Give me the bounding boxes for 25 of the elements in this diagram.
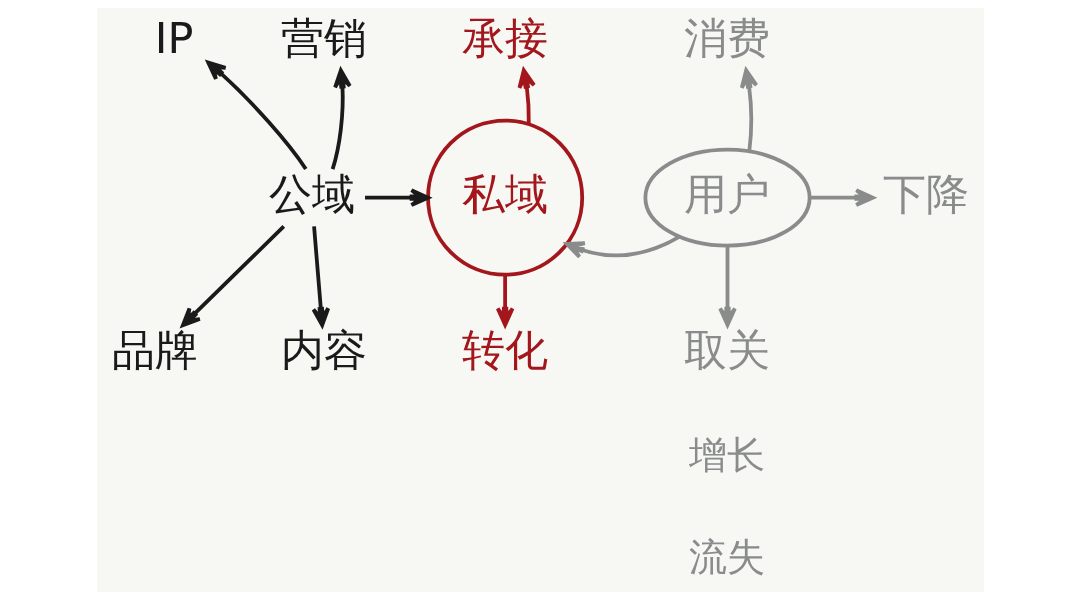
node-ellipse: 用户 xyxy=(642,147,812,248)
node-text: 转化 xyxy=(461,324,548,375)
arrow xyxy=(311,226,330,328)
arrow xyxy=(364,188,430,207)
node-text: 下降 xyxy=(882,168,969,219)
arrow xyxy=(205,60,307,170)
arrow xyxy=(495,274,514,327)
node-text: 公域 xyxy=(268,168,355,219)
node-circle: 私域 xyxy=(425,118,584,277)
node-text: 营销 xyxy=(280,12,367,63)
arrow xyxy=(330,68,352,170)
node-text: 消费 xyxy=(684,12,770,63)
node-text: 承接 xyxy=(461,12,548,63)
arrow xyxy=(717,245,737,327)
arrow xyxy=(809,188,875,207)
node-text: 内容 xyxy=(280,324,367,375)
label: 增长 xyxy=(689,433,765,478)
node-text: 取关 xyxy=(684,324,770,375)
arrow xyxy=(739,68,758,152)
label: 流失 xyxy=(689,535,765,580)
node-text: IP xyxy=(154,12,193,63)
node-text: 品牌 xyxy=(111,324,198,375)
arrow xyxy=(517,68,536,125)
arrow xyxy=(564,235,680,259)
arrow xyxy=(180,225,285,328)
